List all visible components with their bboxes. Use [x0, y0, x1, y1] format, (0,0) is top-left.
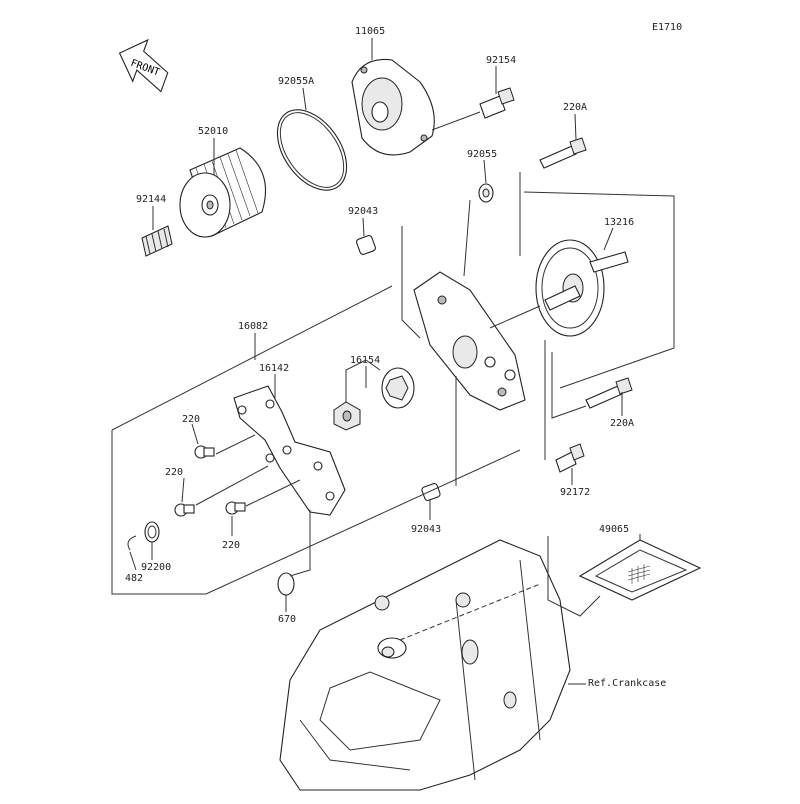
label-92043-top: 92043 — [348, 206, 379, 217]
label-220a-bottom: 220A — [610, 418, 635, 429]
label-16082: 16082 — [238, 321, 269, 332]
label-92055: 92055 — [467, 149, 498, 160]
washer-92200 — [144, 521, 160, 543]
pump-plate-16142 — [233, 385, 346, 516]
label-ref-crankcase: Ref.Crankcase — [588, 678, 667, 689]
front-arrow-icon: FRONT — [118, 38, 169, 93]
screw-220-c — [225, 501, 246, 515]
label-220-b: 220 — [165, 467, 184, 478]
circlip-482 — [127, 535, 137, 551]
label-92043-bottom: 92043 — [411, 524, 442, 535]
inner-rotor — [333, 401, 361, 431]
label-482: 482 — [125, 573, 144, 584]
label-220-a: 220 — [182, 414, 201, 425]
bolt-220a-bottom — [585, 377, 633, 409]
bolt-92172 — [555, 443, 585, 473]
label-92172: 92172 — [560, 487, 591, 498]
crankcase-part — [279, 539, 571, 791]
oil-pump-body — [413, 271, 526, 411]
label-220-c: 220 — [222, 540, 241, 551]
filter-cover-part — [351, 58, 435, 156]
figure-code: E1710 — [652, 22, 683, 33]
label-16154: 16154 — [350, 355, 381, 366]
pump-gear-13216 — [535, 239, 629, 337]
label-16142: 16142 — [259, 363, 290, 374]
screw-220-b — [174, 503, 195, 517]
label-92144: 92144 — [136, 194, 167, 205]
leader-lines — [111, 38, 675, 685]
label-92200: 92200 — [141, 562, 172, 573]
pump-rotor-16154 — [381, 367, 415, 409]
spring-part — [141, 225, 173, 257]
o-ring-670 — [277, 572, 295, 596]
dowel-pin-top — [356, 235, 376, 255]
oil-filter-part — [179, 147, 266, 238]
label-11065: 11065 — [355, 26, 386, 37]
label-52010: 52010 — [198, 126, 229, 137]
label-92055a: 92055A — [278, 76, 315, 87]
label-13216: 13216 — [604, 217, 635, 228]
bolt-92154 — [479, 87, 515, 119]
label-49065: 49065 — [599, 524, 630, 535]
label-220a-top: 220A — [563, 102, 588, 113]
bolt-220a-top — [539, 137, 587, 169]
oil-screen-49065 — [578, 539, 702, 601]
label-92154: 92154 — [486, 55, 517, 66]
dowel-pin-bottom — [421, 482, 441, 502]
screw-220-a — [194, 445, 215, 459]
label-670: 670 — [278, 614, 297, 625]
o-ring-92055a — [276, 109, 348, 191]
